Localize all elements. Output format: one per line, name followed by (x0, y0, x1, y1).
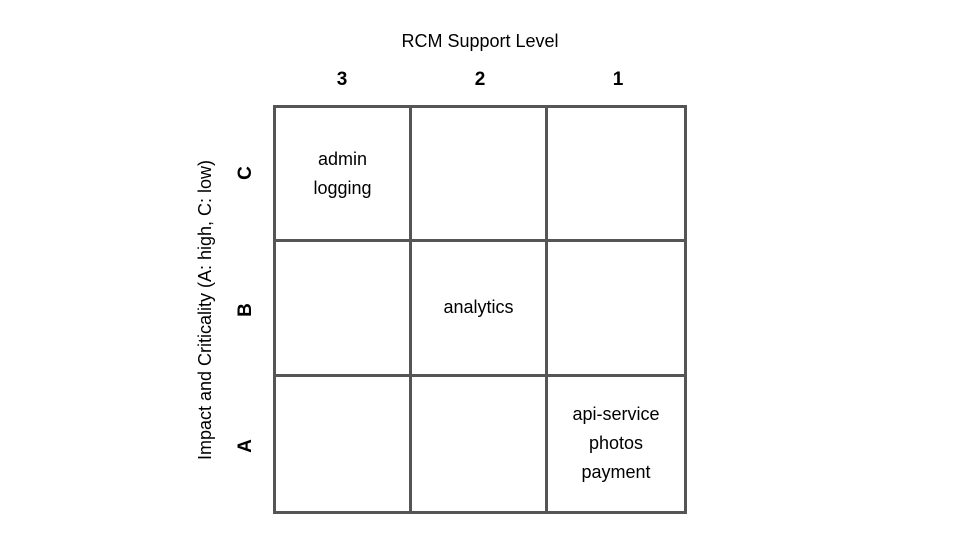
cell-text-line: logging (313, 177, 372, 198)
matrix-cell-c3: admin logging (276, 108, 412, 243)
row-label-c: C (235, 166, 256, 180)
cell-text-line: api-service (572, 404, 660, 425)
matrix-cell-a3 (276, 376, 412, 511)
y-axis-label: Impact and Criticality (A: high, C: low) (194, 159, 215, 461)
matrix-title: RCM Support Level (401, 31, 559, 51)
matrix-cell-b3 (276, 242, 412, 377)
column-header-3: 3 (336, 69, 348, 90)
cell-text-line: admin (317, 148, 368, 169)
column-header-2: 2 (474, 69, 486, 90)
matrix-grid: admin logging analytics api-service phot… (273, 105, 687, 514)
row-label-a: A (235, 439, 256, 453)
cell-text-line: photos (588, 433, 644, 454)
cell-text-line: analytics (443, 297, 514, 318)
matrix-cell-c1 (548, 108, 684, 243)
cell-text-line: payment (581, 462, 651, 483)
matrix-cell-b1 (548, 242, 684, 377)
row-label-b: B (235, 303, 256, 317)
matrix-cell-b2: analytics (412, 242, 548, 377)
matrix-cell-a2 (412, 376, 548, 511)
column-header-row: 3 2 1 (273, 68, 687, 92)
column-header-1: 1 (612, 69, 624, 90)
matrix-cell-c2 (412, 108, 548, 243)
matrix-cell-a1: api-service photos payment (548, 377, 684, 511)
